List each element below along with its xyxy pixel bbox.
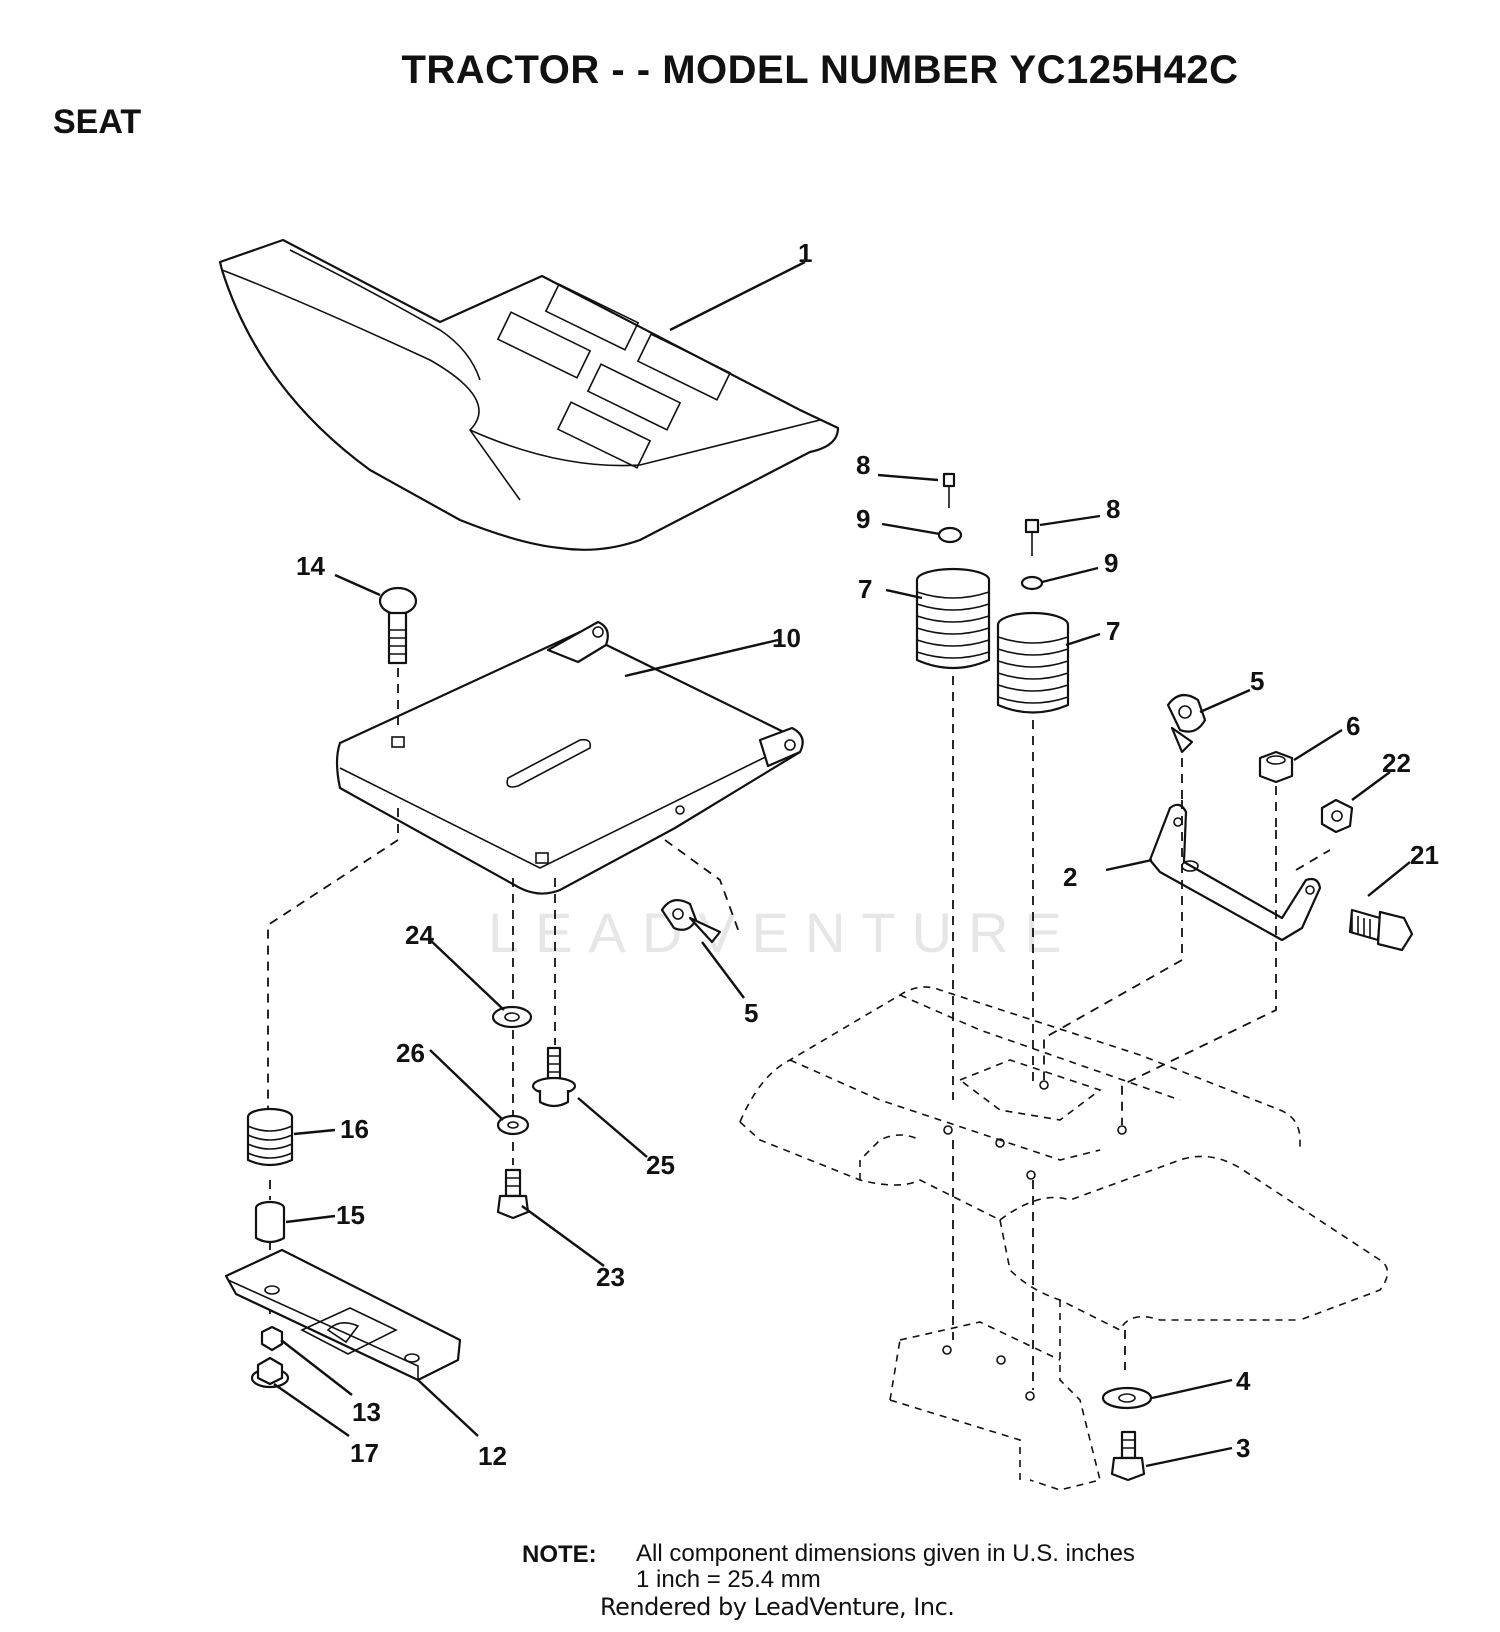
callout-4: 4 (1236, 1366, 1251, 1396)
callout-7b: 7 (1106, 616, 1120, 646)
hex-nut-part (1258, 750, 1294, 784)
callout-9a: 9 (856, 504, 870, 534)
lock-washer-part (496, 1114, 530, 1136)
callout-3: 3 (1236, 1433, 1250, 1463)
callout-1: 1 (798, 238, 812, 268)
callout-21: 21 (1410, 840, 1439, 870)
lock-nut-part (1320, 798, 1354, 834)
callout-7a: 7 (858, 574, 872, 604)
spacer-part (254, 1200, 286, 1244)
note-label: NOTE: (522, 1541, 597, 1568)
callout-13: 13 (352, 1397, 381, 1427)
callout-9b: 9 (1104, 548, 1118, 578)
callout-23: 23 (596, 1262, 625, 1292)
compression-spring-part (246, 1107, 294, 1167)
callout-10: 10 (772, 623, 801, 653)
shoulder-bolt-part (1348, 908, 1414, 952)
watermark-text: LEADVENTURE (488, 901, 1078, 964)
callout-15: 15 (336, 1200, 365, 1230)
section-heading: SEAT (53, 103, 142, 141)
callout-22: 22 (1382, 748, 1411, 778)
spring-stack-right (996, 518, 1070, 714)
note-text: All component dimensions given in U.S. i… (636, 1541, 1135, 1593)
seat-clip-left (660, 899, 722, 944)
callout-labels: 1 2 3 4 5 5 6 7 7 8 8 9 9 10 12 13 14 15… (296, 238, 1439, 1471)
fender-outline (739, 986, 1389, 1491)
note-line-2: 1 inch = 25.4 mm (636, 1566, 821, 1593)
diagram-title: TRACTOR - - MODEL NUMBER YC125H42C (401, 48, 1239, 92)
callout-5b: 5 (744, 998, 758, 1028)
slide-nut-part (260, 1325, 284, 1352)
frame-bolt-part (1110, 1430, 1146, 1482)
carriage-bolt-part (378, 586, 418, 665)
callout-26: 26 (396, 1038, 425, 1068)
shoulder-screw-part (531, 1046, 577, 1108)
callout-2: 2 (1063, 862, 1077, 892)
hex-bolt-part (496, 1168, 530, 1220)
note-line-1: All component dimensions given in U.S. i… (636, 1540, 1135, 1567)
callout-12: 12 (478, 1441, 507, 1471)
flange-nut-part (250, 1356, 290, 1389)
callout-8b: 8 (1106, 494, 1120, 524)
callout-8a: 8 (856, 450, 870, 480)
flat-washer-part (491, 1005, 533, 1029)
seat-pan-part (335, 620, 804, 895)
callout-25: 25 (646, 1150, 675, 1180)
callout-14: 14 (296, 551, 325, 581)
adjustment-plate-part (224, 1248, 462, 1382)
frame-washer-part (1101, 1386, 1153, 1410)
callout-17: 17 (350, 1438, 379, 1468)
rendered-by-footer: Rendered by LeadVenture, Inc. (600, 1593, 955, 1621)
callout-16: 16 (340, 1114, 369, 1144)
callout-5a: 5 (1250, 666, 1264, 696)
seat-clip-right (1166, 693, 1207, 754)
spring-stack-left (915, 472, 991, 670)
seat-part (218, 238, 840, 551)
callout-24: 24 (405, 920, 434, 950)
leader-lines (273, 260, 1411, 1468)
seat-bracket-part (1148, 803, 1322, 942)
callout-6: 6 (1346, 711, 1360, 741)
